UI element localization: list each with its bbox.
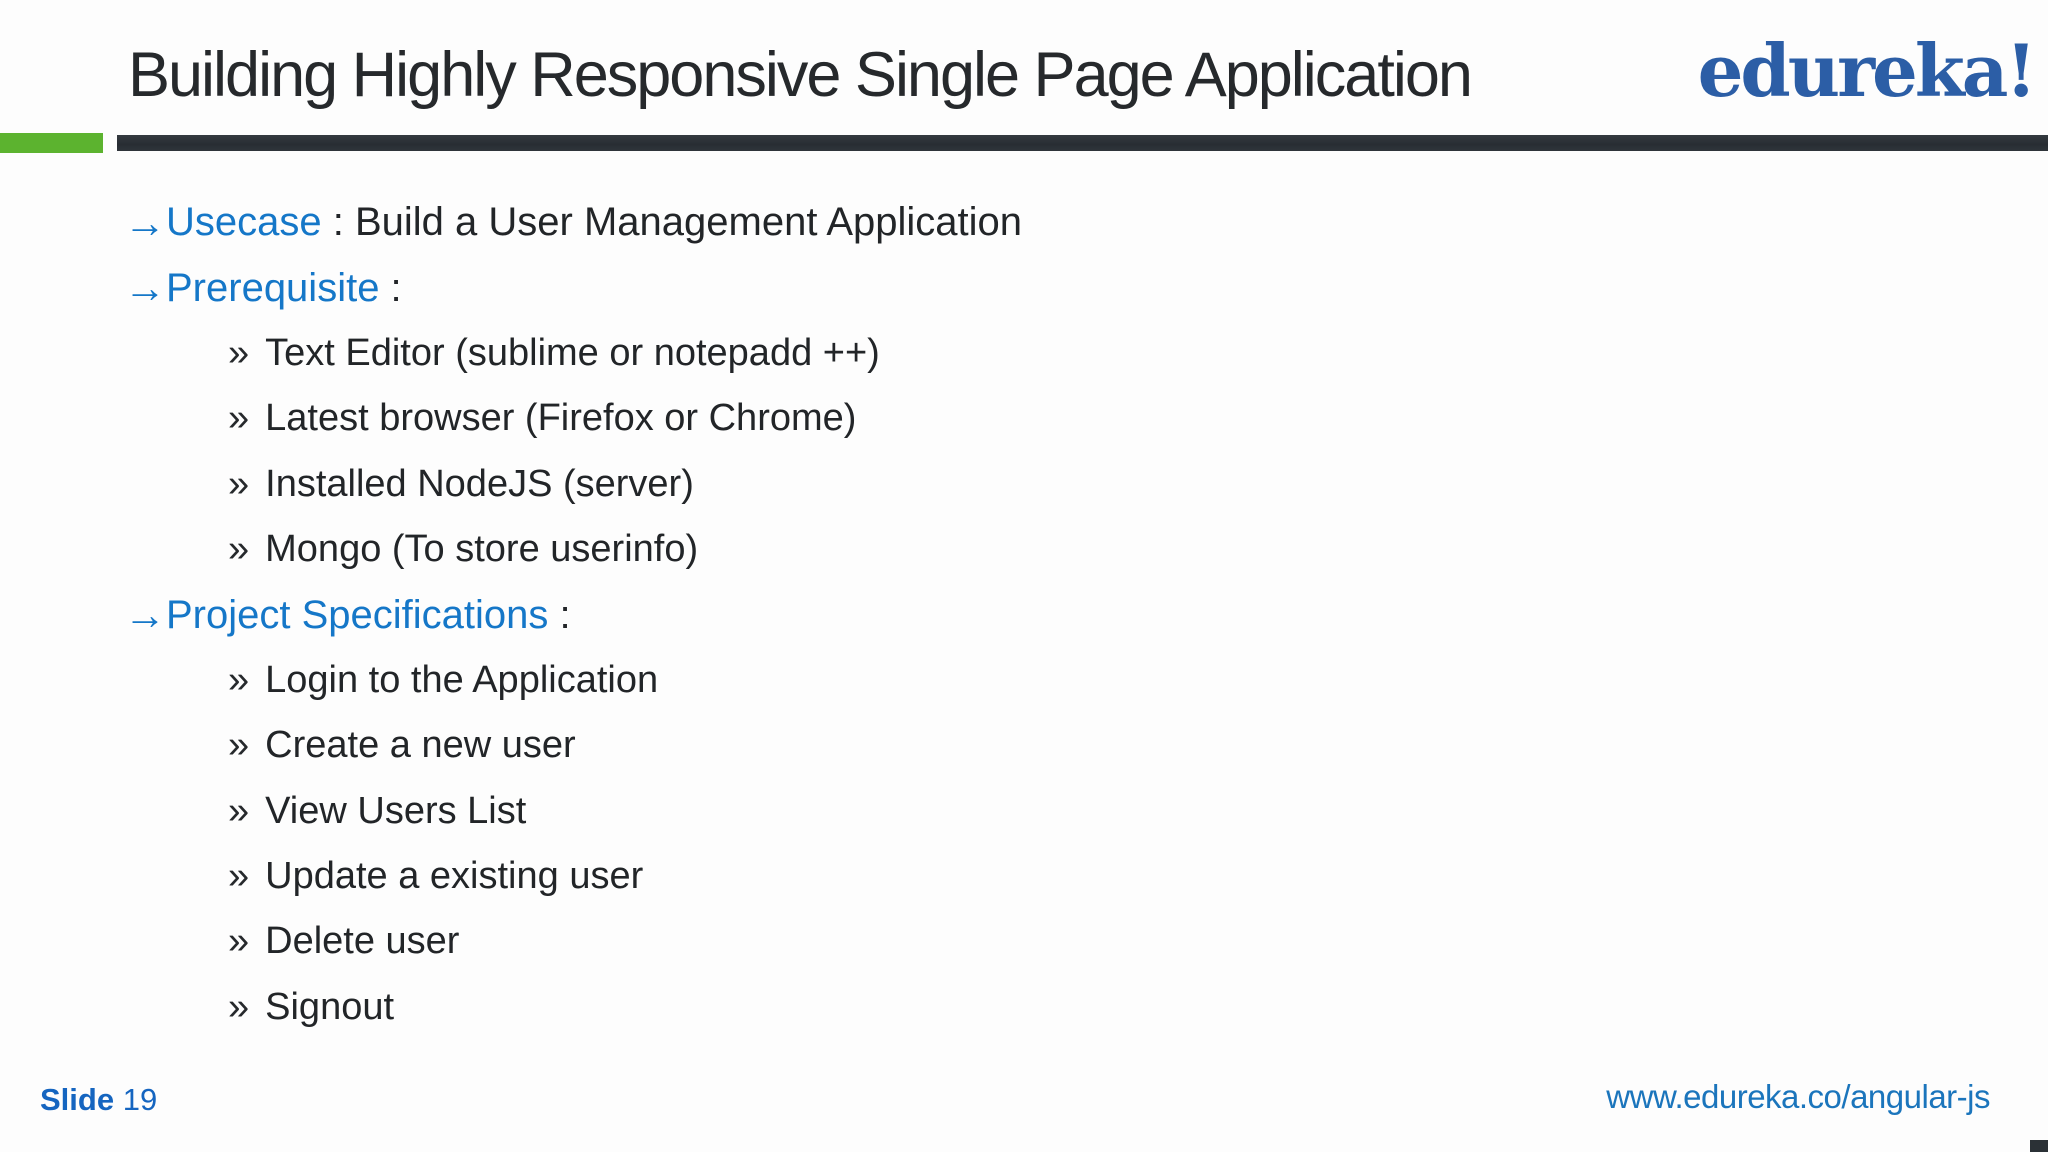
section-text: : [379, 265, 402, 310]
section-heading-prerequisite: →Prerequisite : [0, 255, 2048, 320]
section-label: Prerequisite [166, 265, 380, 310]
slide-number-value: 19 [122, 1082, 158, 1117]
list-item-label: Create a new user [265, 724, 576, 767]
list-item: » Text Editor (sublime or notepadd ++) [0, 321, 2048, 386]
edureka-logo: edureka! [1697, 28, 2037, 113]
slide-number: Slide 19 [40, 1082, 157, 1118]
list-item: » Mongo (To store userinfo) [0, 517, 2048, 582]
list-item-label: Text Editor (sublime or notepadd ++) [265, 331, 880, 374]
list-item-label: Installed NodeJS (server) [265, 462, 694, 505]
list-item: » Delete user [0, 909, 2048, 974]
bullet-icon: » [228, 331, 250, 374]
section-label: Project Specifications [166, 592, 549, 637]
section-text: : Build a User Management Application [321, 200, 1023, 245]
course-url: www.edureka.co/angular-js [1606, 1078, 1990, 1115]
list-item-label: Latest browser (Firefox or Chrome) [265, 397, 857, 440]
slide-header: Building Highly Responsive Single Page A… [128, 28, 2037, 113]
bullet-icon: » [228, 397, 250, 440]
list-item-label: Mongo (To store userinfo) [265, 528, 699, 571]
bullet-icon: » [228, 462, 250, 505]
header-divider-bar [117, 135, 2048, 151]
list-item: » Create a new user [0, 713, 2048, 778]
bullet-icon: » [228, 724, 250, 767]
list-item: » Update a existing user [0, 844, 2048, 909]
bullet-icon: » [228, 789, 250, 832]
green-accent-bar [0, 133, 103, 153]
section-heading-project-specifications: →Project Specifications : [0, 582, 2048, 647]
page-title: Building Highly Responsive Single Page A… [128, 40, 1473, 110]
list-item-label: Update a existing user [265, 855, 644, 898]
bullet-icon: » [228, 855, 250, 898]
arrow-icon: → [124, 591, 166, 639]
bullet-icon: » [228, 658, 250, 701]
list-item-label: View Users List [265, 789, 527, 832]
list-item: » View Users List [0, 779, 2048, 844]
arrow-icon: → [124, 198, 166, 246]
list-item-label: Login to the Application [265, 658, 659, 701]
slide-body: →Usecase : Build a User Management Appli… [0, 190, 2048, 1040]
section-heading-usecase: →Usecase : Build a User Management Appli… [0, 190, 2048, 255]
list-item: » Latest browser (Firefox or Chrome) [0, 386, 2048, 451]
section-label: Usecase [166, 200, 322, 245]
arrow-icon: → [124, 264, 166, 312]
list-item-label: Signout [265, 985, 395, 1028]
list-item: » Installed NodeJS (server) [0, 452, 2048, 517]
bullet-icon: » [228, 528, 250, 571]
list-item: » Signout [0, 975, 2048, 1040]
bullet-icon: » [228, 920, 250, 963]
slide-number-label: Slide [40, 1082, 115, 1117]
list-item-label: Delete user [265, 920, 460, 963]
section-text: : [548, 592, 571, 637]
bullet-icon: » [228, 985, 250, 1028]
bottom-right-corner-mark [2030, 1140, 2048, 1152]
list-item: » Login to the Application [0, 648, 2048, 713]
